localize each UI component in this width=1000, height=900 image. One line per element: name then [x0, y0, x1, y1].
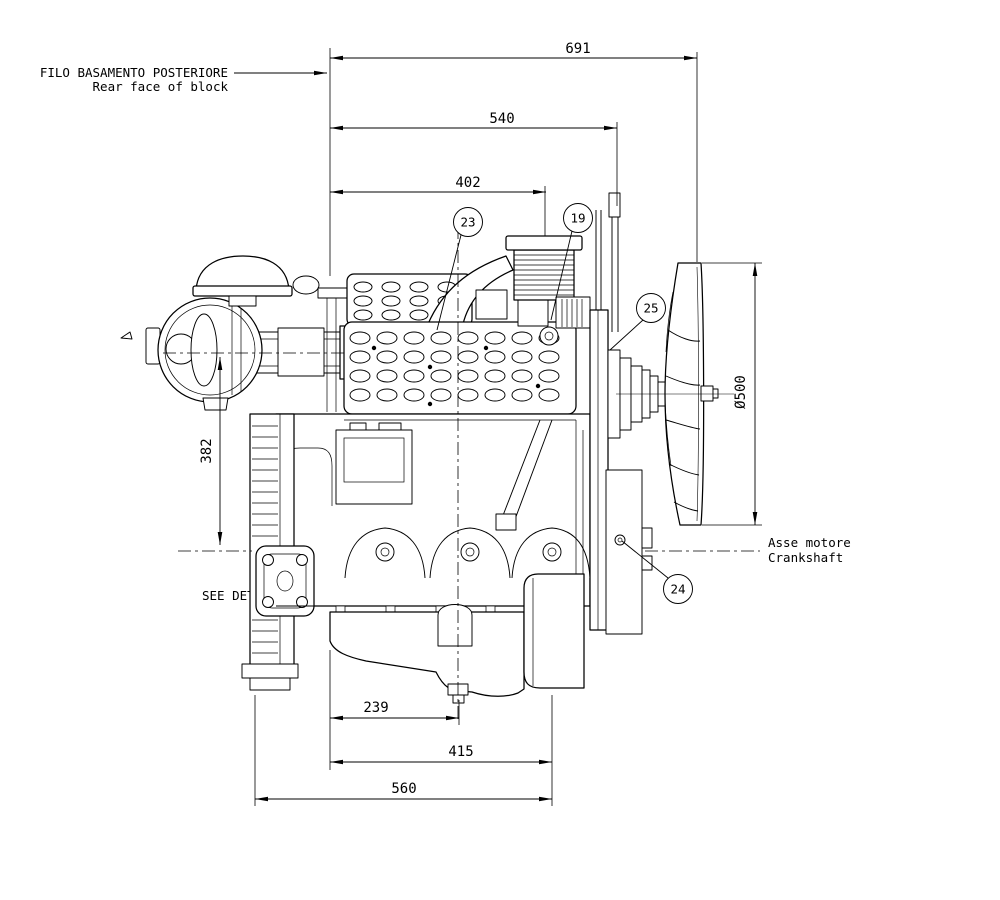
label-rear-face: FILO BASAMENTO POSTERIORE Rear face of b…: [40, 65, 327, 94]
label-see-detail: SEE DET: [202, 588, 255, 603]
exhaust-muffler: [505, 235, 591, 329]
shaft-stub: [700, 385, 714, 402]
dimension-bottom-overall: 560: [255, 781, 552, 802]
label-rear-face-it: FILO BASAMENTO POSTERIORE: [40, 65, 228, 80]
dimension-extension-lines: [254, 48, 762, 806]
dimension-to-drain: 239: [330, 700, 459, 721]
balloon-23-number: 23: [460, 215, 475, 230]
air-cleaner: [120, 255, 320, 411]
centerlines: [163, 226, 760, 722]
engine-foot: [241, 663, 299, 679]
dimension-fan-diameter: Ø500: [733, 263, 758, 525]
balloon-callouts: 23 19 25 24: [436, 203, 693, 604]
balloon-25-number: 25: [643, 301, 658, 316]
label-crank-axis: Asse motore Crankshaft: [768, 535, 851, 565]
intake-elbow: [427, 255, 514, 325]
dim-value-402: 402: [455, 175, 480, 191]
front-housing: [589, 309, 653, 635]
intake-tube: [249, 325, 354, 380]
engine-line-art: SEE DET: [120, 192, 719, 704]
pto-pad: [255, 545, 315, 617]
dimension-to-muffler: 402: [330, 175, 546, 195]
balloon-24-number: 24: [670, 582, 685, 597]
dimension-overall-length: 691: [330, 41, 697, 61]
dimension-to-guard: 540: [330, 111, 617, 131]
oil-pickup-bump: [437, 604, 473, 647]
balloon-19: 19: [550, 203, 593, 321]
balloon-19-number: 19: [570, 211, 585, 226]
rear-flange: [241, 413, 315, 691]
dimension-intake-height: 382: [199, 357, 223, 545]
cooling-shroud: [343, 255, 577, 415]
label-crank-axis-it: Asse motore: [768, 535, 851, 550]
balloon-23: 23: [436, 207, 483, 331]
dim-value-560: 560: [391, 781, 416, 797]
dim-value-fan-diameter: Ø500: [733, 375, 749, 409]
label-rear-face-en: Rear face of block: [93, 79, 229, 94]
front-lower-box: [523, 573, 585, 689]
dim-value-239: 239: [363, 700, 388, 716]
balloon-25: 25: [609, 293, 666, 351]
dim-value-382: 382: [199, 438, 215, 463]
dim-value-691: 691: [565, 41, 590, 57]
dimension-to-pan-front: 415: [330, 744, 552, 765]
balloon-24: 24: [621, 540, 693, 604]
dim-value-540: 540: [489, 111, 514, 127]
label-crank-axis-en: Crankshaft: [768, 550, 843, 565]
dim-value-415: 415: [448, 744, 473, 760]
